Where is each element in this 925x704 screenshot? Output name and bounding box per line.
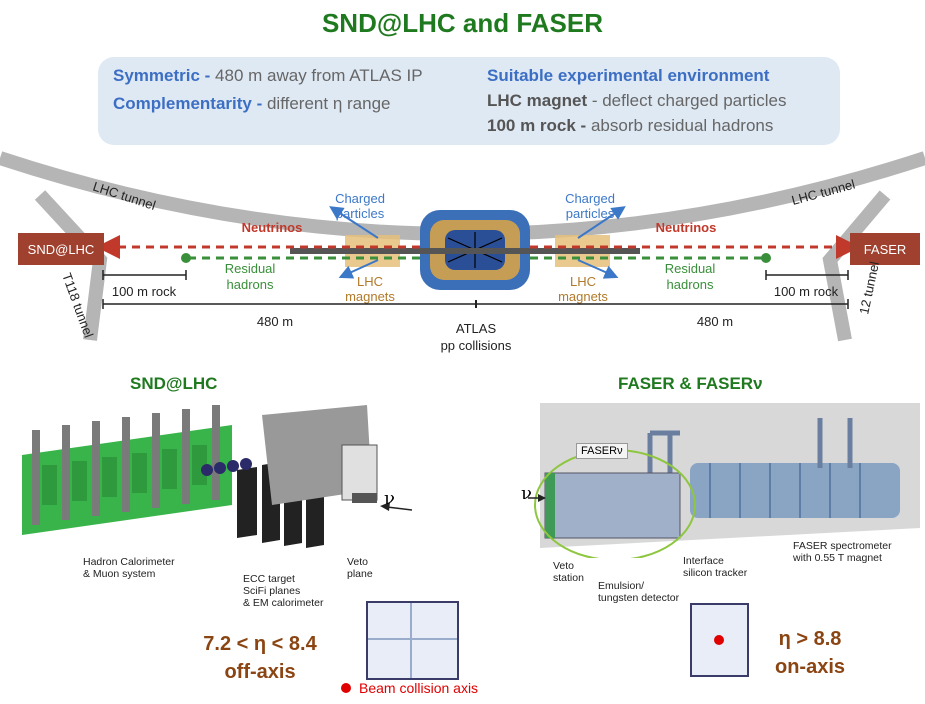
off-axis-quadrant-box bbox=[366, 601, 459, 680]
snd-label-hadron-cal: Hadron Calorimeter & Muon system bbox=[83, 556, 175, 580]
svg-text:Residual: Residual bbox=[665, 261, 716, 276]
snd-axis-label: off-axis bbox=[224, 661, 296, 683]
t12-tunnel bbox=[822, 190, 891, 342]
info-box bbox=[98, 57, 840, 145]
snd-eta-range: 7.2 < η < 8.4 bbox=[203, 633, 317, 655]
on-axis-box bbox=[690, 603, 749, 677]
info-environment: Suitable experimental environment bbox=[487, 66, 770, 85]
snd-detector-image bbox=[22, 405, 412, 548]
svg-text:Charged: Charged bbox=[335, 191, 385, 206]
svg-text:hadrons: hadrons bbox=[227, 277, 274, 292]
faser-axis-label: on-axis bbox=[774, 656, 846, 678]
snd-lhc-box bbox=[18, 233, 104, 265]
snd-nu-symbol: ν bbox=[384, 488, 395, 509]
charged-arrow-right-down bbox=[577, 259, 619, 279]
faser-nu-tag: FASERν bbox=[576, 443, 628, 459]
svg-text:particles: particles bbox=[566, 206, 615, 221]
svg-text:FASER: FASER bbox=[864, 242, 907, 257]
svg-text:magnets: magnets bbox=[558, 289, 608, 304]
info-rock: 100 m rock - absorb residual hadrons bbox=[487, 116, 774, 135]
svg-text:Charged: Charged bbox=[565, 191, 615, 206]
svg-text:LHC: LHC bbox=[570, 274, 596, 289]
svg-text:LHC: LHC bbox=[357, 274, 383, 289]
svg-text:magnets: magnets bbox=[345, 289, 395, 304]
info-symmetric: Symmetric - 480 m away from ATLAS IP bbox=[113, 66, 423, 85]
info-complementarity: Complementarity - different η range bbox=[113, 94, 391, 113]
charged-arrow-right-up bbox=[577, 206, 626, 239]
charged-arrow-left-down bbox=[338, 259, 379, 279]
svg-text:pp collisions: pp collisions bbox=[441, 338, 512, 353]
faser-label-spectrometer: FASER spectrometer with 0.55 T magnet bbox=[793, 540, 892, 564]
svg-text:ATLAS: ATLAS bbox=[456, 321, 497, 336]
svg-text:480 m: 480 m bbox=[697, 314, 733, 329]
svg-text:Residual: Residual bbox=[225, 261, 276, 276]
snd-label-ecc: ECC target SciFi planes & EM calorimeter bbox=[243, 573, 324, 609]
tunnel-diagram: SND@LHC FASER LHC tunnel LHC tunnel T118… bbox=[0, 151, 925, 353]
svg-text:SND@LHC: SND@LHC bbox=[28, 242, 95, 257]
faser-label-veto: Veto station bbox=[553, 560, 584, 584]
charged-arrow-left-up bbox=[329, 206, 379, 239]
faser-detector-image bbox=[528, 403, 920, 558]
svg-text:100 m rock: 100 m rock bbox=[774, 284, 839, 299]
hadron-stop-right bbox=[761, 253, 771, 263]
svg-text:particles: particles bbox=[336, 206, 385, 221]
svg-text:12 tunnel: 12 tunnel bbox=[856, 260, 882, 316]
page-title: SND@LHC and FASER bbox=[321, 8, 604, 38]
faser-section-title: FASER & FASERν bbox=[618, 374, 763, 393]
snd-label-veto: Veto plane bbox=[347, 556, 373, 580]
snd-section-title: SND@LHC bbox=[130, 374, 218, 393]
faser-label-interface: Interface silicon tracker bbox=[683, 555, 748, 579]
svg-text:hadrons: hadrons bbox=[667, 277, 714, 292]
svg-text:LHC tunnel: LHC tunnel bbox=[91, 179, 158, 213]
faser-label-emulsion: Emulsion/ tungsten detector bbox=[598, 580, 680, 604]
beam-axis-legend: Beam collision axis bbox=[359, 680, 479, 696]
info-magnet: LHC magnet - deflect charged particles bbox=[487, 91, 787, 110]
faser-nu-symbol: ν bbox=[521, 483, 532, 504]
beam-axis-dot-on bbox=[714, 635, 724, 645]
svg-text:480 m: 480 m bbox=[257, 314, 293, 329]
beam-axis-dot bbox=[341, 683, 351, 693]
hadron-stop-left bbox=[181, 253, 191, 263]
svg-text:100 m rock: 100 m rock bbox=[112, 284, 177, 299]
svg-text:Neutrinos: Neutrinos bbox=[242, 220, 303, 235]
faser-eta-range: η > 8.8 bbox=[778, 628, 842, 650]
svg-text:Neutrinos: Neutrinos bbox=[656, 220, 717, 235]
faser-box bbox=[850, 233, 920, 265]
